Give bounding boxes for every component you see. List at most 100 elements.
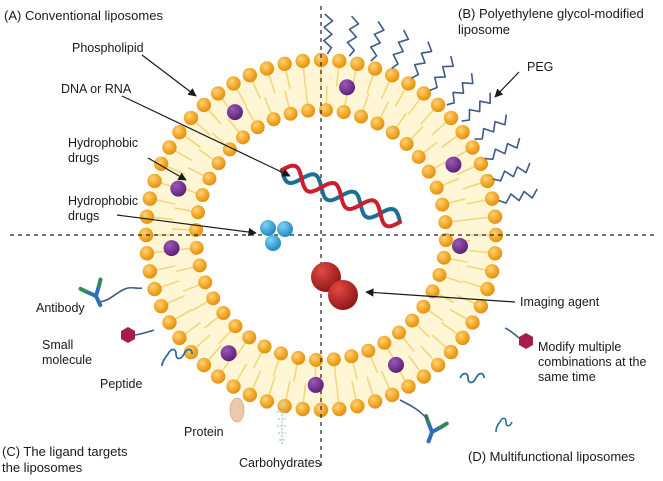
phospholipid-arrow xyxy=(141,54,197,97)
lipid-head xyxy=(367,61,383,76)
peg-chain xyxy=(346,15,360,57)
lipid-tail xyxy=(302,66,307,87)
lipid-head xyxy=(416,86,432,101)
lipid-head xyxy=(189,223,204,238)
lipid-head xyxy=(455,330,470,346)
peg-chain xyxy=(323,13,334,55)
lipid-tail xyxy=(285,380,291,401)
lipid-head xyxy=(361,343,376,358)
small-molecule-icon xyxy=(121,327,135,343)
lipid-head xyxy=(195,188,210,203)
drug-molecule xyxy=(307,376,324,393)
modify-multiple-label: Modify multiple combinations at the same… xyxy=(538,340,647,384)
lipid-head xyxy=(430,97,446,113)
lipid-head xyxy=(473,156,489,172)
lipid-tail xyxy=(235,88,248,107)
lipid-tail xyxy=(160,280,180,288)
lipid-tails xyxy=(152,66,490,404)
lipid-head xyxy=(385,125,400,140)
antibody-icon xyxy=(78,277,103,308)
peg-arrow xyxy=(494,71,520,98)
peg-chain xyxy=(498,188,538,204)
lipid-tail xyxy=(351,380,357,401)
lipid-tail xyxy=(379,101,389,119)
imaging-sphere xyxy=(328,280,358,310)
lipid-head xyxy=(196,357,212,373)
lipid-tail xyxy=(456,165,476,176)
aqueous-drug-sphere xyxy=(265,235,281,251)
lipid-tail xyxy=(420,108,435,125)
drug-molecule xyxy=(445,156,462,173)
small-molecule-linker xyxy=(134,329,155,336)
lipid-tail xyxy=(333,365,338,384)
lipid-head xyxy=(416,369,432,384)
lipid-tail xyxy=(251,80,262,100)
lipid-head xyxy=(274,346,289,361)
lipid-head xyxy=(438,232,453,247)
lipid-tail xyxy=(447,197,466,204)
lipid-head xyxy=(313,52,329,68)
lipid-head xyxy=(401,76,416,91)
lipid-head xyxy=(384,387,400,403)
lipid-tail xyxy=(466,199,487,205)
protein-label: Protein xyxy=(184,425,224,439)
lipid-tail xyxy=(407,97,421,115)
lipid-head xyxy=(309,352,324,367)
imaging-agent-label: Imaging agent xyxy=(520,295,600,309)
hydrophobic-drugs-label: Hydrophobic drugs xyxy=(68,136,139,165)
lipid-head xyxy=(153,298,169,314)
lipid-head xyxy=(465,315,480,330)
drug-molecule xyxy=(388,356,404,373)
imaging-agent-arrow xyxy=(365,288,516,303)
lipid-tail xyxy=(469,249,490,254)
lipid-head xyxy=(429,180,444,195)
lipid-tail xyxy=(335,66,340,87)
lipid-tail xyxy=(155,265,176,271)
hydrophobic-drug-arrow-2 xyxy=(116,214,257,237)
peg-chain xyxy=(492,162,531,182)
lipid-tail xyxy=(263,96,273,115)
lipid-tail xyxy=(285,69,291,90)
aqueous-drug-sphere xyxy=(277,221,293,237)
hydrophobic-drugs-label-2: Hydrophobic drugs xyxy=(68,194,139,223)
inner-lipid-heads xyxy=(189,103,453,367)
lipid-tail xyxy=(174,308,193,321)
lipid-head xyxy=(484,191,500,206)
hydrophobic-drugs xyxy=(163,79,468,393)
antibody-label: Antibody xyxy=(36,301,85,315)
lipid-tail xyxy=(194,334,211,349)
lipid-tail xyxy=(235,363,248,382)
lipid-head xyxy=(259,394,275,409)
lipid-tail xyxy=(207,345,222,362)
lipid-head xyxy=(465,140,480,155)
lipid-tail xyxy=(395,112,408,129)
peg-chain xyxy=(474,114,508,140)
lipid-tail xyxy=(218,329,232,345)
lipid-head xyxy=(326,352,341,367)
lipid-tail xyxy=(394,88,407,107)
lipid-tail xyxy=(441,177,460,187)
lipid-head xyxy=(488,227,504,243)
lipid-tail xyxy=(449,258,468,263)
lipid-head xyxy=(139,209,155,224)
antibody-icon xyxy=(424,414,449,444)
lipid-head xyxy=(377,335,392,350)
lipid-head xyxy=(235,130,250,145)
lipid-tail xyxy=(268,376,276,396)
lipid-head xyxy=(283,106,298,121)
quadrant-c-title: (C) The ligand targets the liposomes xyxy=(2,444,128,475)
lipid-head xyxy=(142,264,158,279)
lipid-tail xyxy=(244,106,256,123)
lipid-head xyxy=(147,281,162,297)
lipid-head xyxy=(443,344,459,360)
lipid-head xyxy=(228,319,243,334)
lipid-head xyxy=(266,112,281,127)
lipid-tail xyxy=(431,121,448,136)
lipid-tail xyxy=(449,308,468,321)
lipid-head xyxy=(226,76,241,91)
quadrant-d-title: (D) Multifunctional liposomes xyxy=(468,449,635,464)
lipid-head xyxy=(401,379,416,394)
lipid-tail xyxy=(431,334,448,349)
lipid-tail xyxy=(211,132,227,146)
